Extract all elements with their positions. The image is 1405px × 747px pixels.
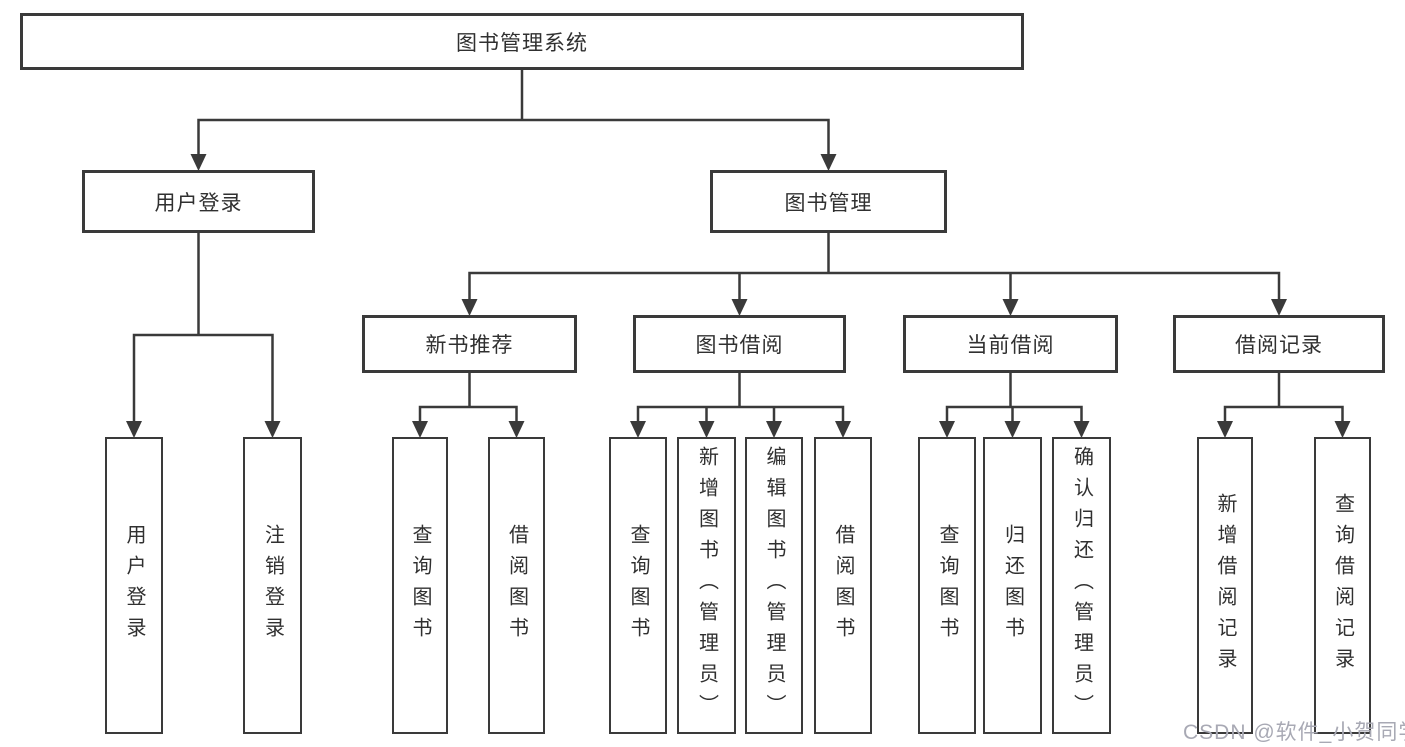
node-label: 用户登录 <box>154 191 243 215</box>
node-label: 查询图书 <box>627 523 649 648</box>
leaf-borrow-books-rec: 借阅图书 <box>488 437 545 734</box>
connector-new-book-rec-to-leaves <box>412 371 525 438</box>
connector-line <box>1223 371 1344 425</box>
arrow-down-icon <box>1002 299 1019 316</box>
arrow-down-icon <box>731 299 748 316</box>
leaf-user-login: 用户登录 <box>105 437 163 734</box>
leaf-edit-books-admin: 编辑图书（管理员） <box>745 437 803 734</box>
node-label: 注销登录 <box>261 523 284 648</box>
arrow-down-icon <box>820 154 837 171</box>
node-label: 查询借阅记录 <box>1331 492 1354 679</box>
node-label: 图书管理系统 <box>456 31 588 55</box>
node-label: 查询图书 <box>936 523 958 648</box>
node-new-book-recommendation: 新书推荐 <box>362 315 577 373</box>
node-library-management-system: 图书管理系统 <box>20 13 1024 70</box>
leaf-borrow-books: 借阅图书 <box>814 437 872 734</box>
arrow-down-icon <box>1004 421 1021 438</box>
node-label: 借阅图书 <box>832 523 854 648</box>
arrow-down-icon <box>264 421 281 438</box>
node-label: 借阅图书 <box>505 523 528 648</box>
node-label: 借阅记录 <box>1235 334 1323 357</box>
connector-book-borrow-to-leaves <box>630 371 851 438</box>
node-label: 编辑图书（管理员） <box>763 446 785 725</box>
connector-current-borrow-to-leaves <box>939 371 1090 438</box>
arrow-down-icon <box>1217 421 1233 438</box>
arrow-down-icon <box>1334 421 1351 438</box>
node-label: 确认归还（管理员） <box>1070 446 1093 725</box>
node-label: 归还图书 <box>1001 523 1024 648</box>
leaf-confirm-return-admin: 确认归还（管理员） <box>1052 437 1111 734</box>
connector-line <box>945 371 1083 425</box>
node-label: 新书推荐 <box>425 334 514 357</box>
leaf-add-books-admin: 新增图书（管理员） <box>677 437 736 734</box>
leaf-query-books-borrow: 查询图书 <box>609 437 667 734</box>
node-book-borrowing: 图书借阅 <box>633 315 846 373</box>
node-label: 当前借阅 <box>966 334 1055 357</box>
leaf-add-borrow-record: 新增借阅记录 <box>1197 437 1253 734</box>
connector-root-to-level2 <box>190 68 837 171</box>
arrow-down-icon <box>1073 421 1090 438</box>
connector-line <box>468 231 1281 303</box>
connector-book-mgmt-to-level3 <box>461 231 1287 316</box>
arrow-down-icon <box>126 421 142 438</box>
arrow-down-icon <box>766 421 782 438</box>
leaf-logout: 注销登录 <box>243 437 302 734</box>
csdn-watermark: CSDN @软件_小贺同学 <box>1183 721 1405 744</box>
node-label: 图书借阅 <box>695 334 784 357</box>
node-label: 新增借阅记录 <box>1214 492 1236 679</box>
arrow-down-icon <box>630 421 646 438</box>
arrow-down-icon <box>508 421 525 438</box>
node-user-login: 用户登录 <box>82 170 315 233</box>
leaf-query-books-current: 查询图书 <box>918 437 976 734</box>
node-label: 用户登录 <box>123 523 145 648</box>
connector-line <box>636 371 845 425</box>
leaf-query-borrow-record: 查询借阅记录 <box>1314 437 1371 734</box>
arrow-down-icon <box>461 299 478 316</box>
node-label: 新增图书（管理员） <box>695 446 718 725</box>
leaf-return-books: 归还图书 <box>983 437 1042 734</box>
arrow-down-icon <box>835 421 851 438</box>
leaf-query-books-rec: 查询图书 <box>392 437 448 734</box>
arrow-down-icon <box>1271 299 1287 316</box>
connector-user-login-to-leaves <box>126 231 281 438</box>
node-label: 查询图书 <box>409 523 431 648</box>
connector-line <box>132 231 274 425</box>
arrow-down-icon <box>412 421 428 438</box>
node-label: 图书管理 <box>784 191 873 215</box>
connector-borrow-records-to-leaves <box>1217 371 1351 438</box>
node-book-management: 图书管理 <box>710 170 947 233</box>
arrow-down-icon <box>190 154 207 171</box>
connector-line <box>197 68 830 158</box>
connector-line <box>418 371 518 425</box>
node-current-borrowing: 当前借阅 <box>903 315 1118 373</box>
arrow-down-icon <box>698 421 715 438</box>
node-borrowing-records: 借阅记录 <box>1173 315 1385 373</box>
arrow-down-icon <box>939 421 955 438</box>
